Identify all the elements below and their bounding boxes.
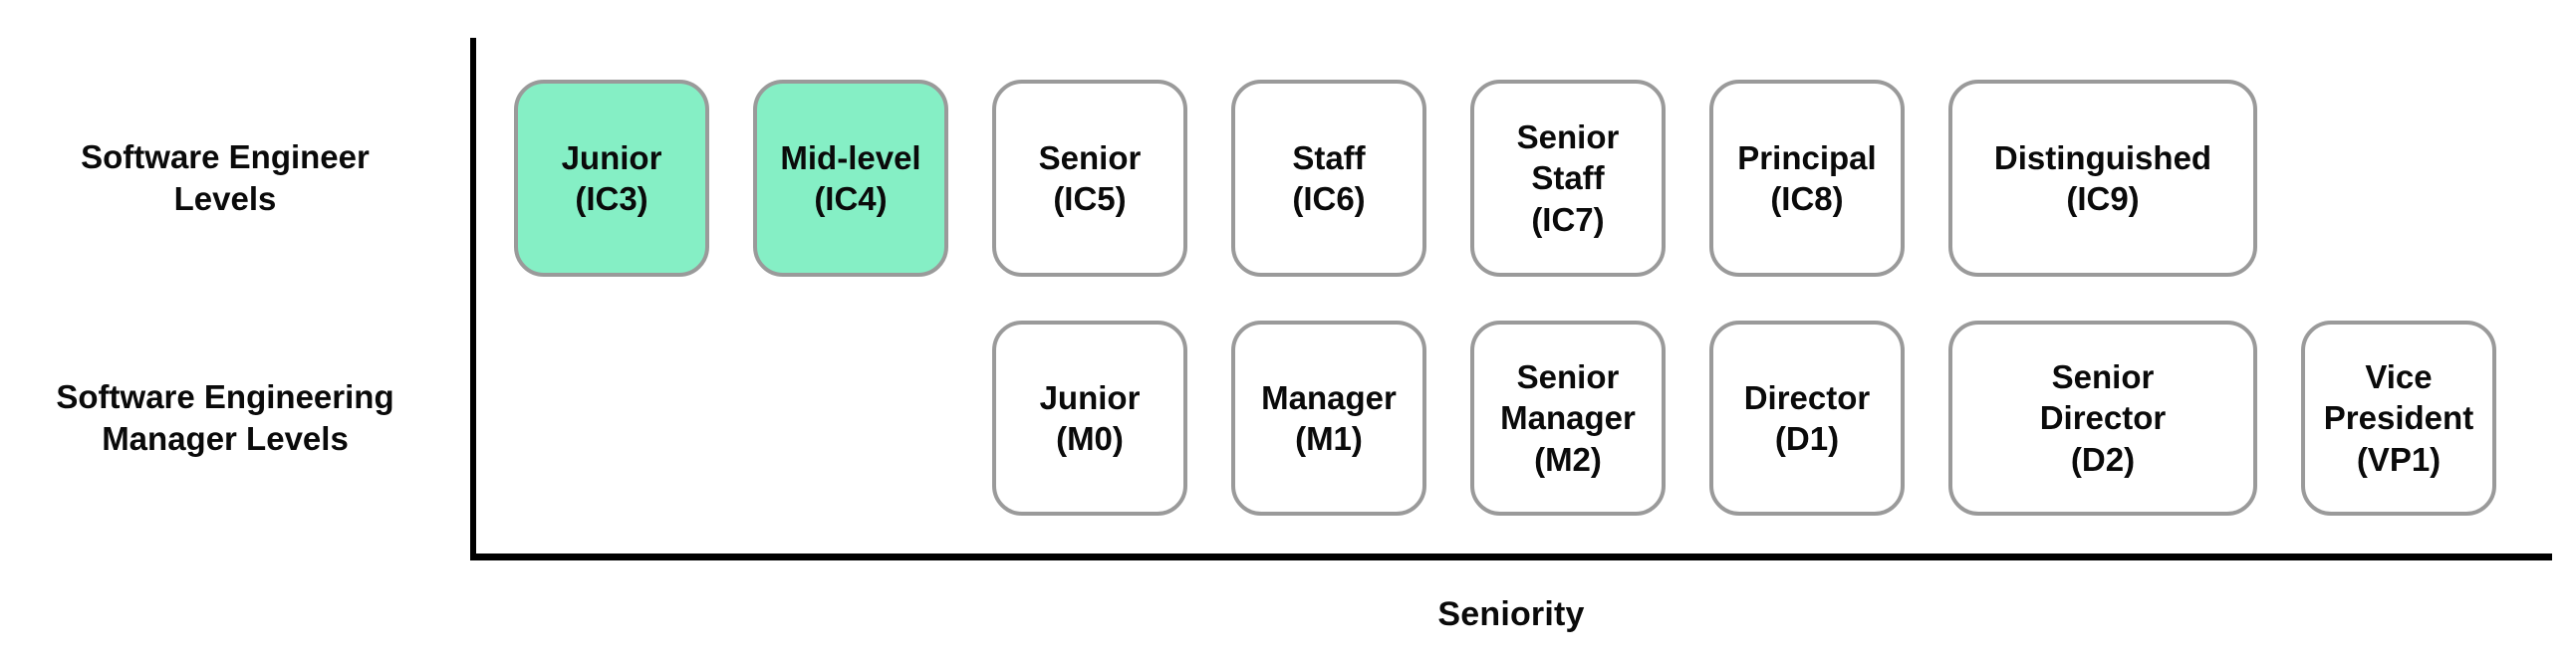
level-box-manager-m1: Manager (M1) (1231, 321, 1426, 516)
level-box-senior-staff-ic7: Senior Staff (IC7) (1470, 80, 1666, 277)
x-axis-title-seniority: Seniority (1437, 595, 1585, 633)
row-label-software-engineering-manager-levels: Software Engineering Manager Levels (56, 378, 394, 457)
level-box-director-d1: Director (D1) (1709, 321, 1905, 516)
level-box-senior-ic5: Senior (IC5) (992, 80, 1187, 277)
level-box-junior-ic3: Junior (IC3) (514, 80, 709, 277)
x-axis-line (470, 554, 2552, 560)
row-label-software-engineer-levels: Software Engineer Levels (81, 138, 370, 217)
level-box-staff-ic6: Staff (IC6) (1231, 80, 1426, 277)
level-box-senior-director-d2: Senior Director (D2) (1948, 321, 2257, 516)
level-box-principal-ic8: Principal (IC8) (1709, 80, 1905, 277)
level-box-junior-m0: Junior (M0) (992, 321, 1187, 516)
level-box-mid-level-ic4: Mid-level (IC4) (753, 80, 948, 277)
level-box-distinguished-ic9: Distinguished (IC9) (1948, 80, 2257, 277)
level-box-vice-president-vp1: Vice President (VP1) (2301, 321, 2496, 516)
y-axis-line (470, 38, 476, 559)
level-box-senior-manager-m2: Senior Manager (M2) (1470, 321, 1666, 516)
